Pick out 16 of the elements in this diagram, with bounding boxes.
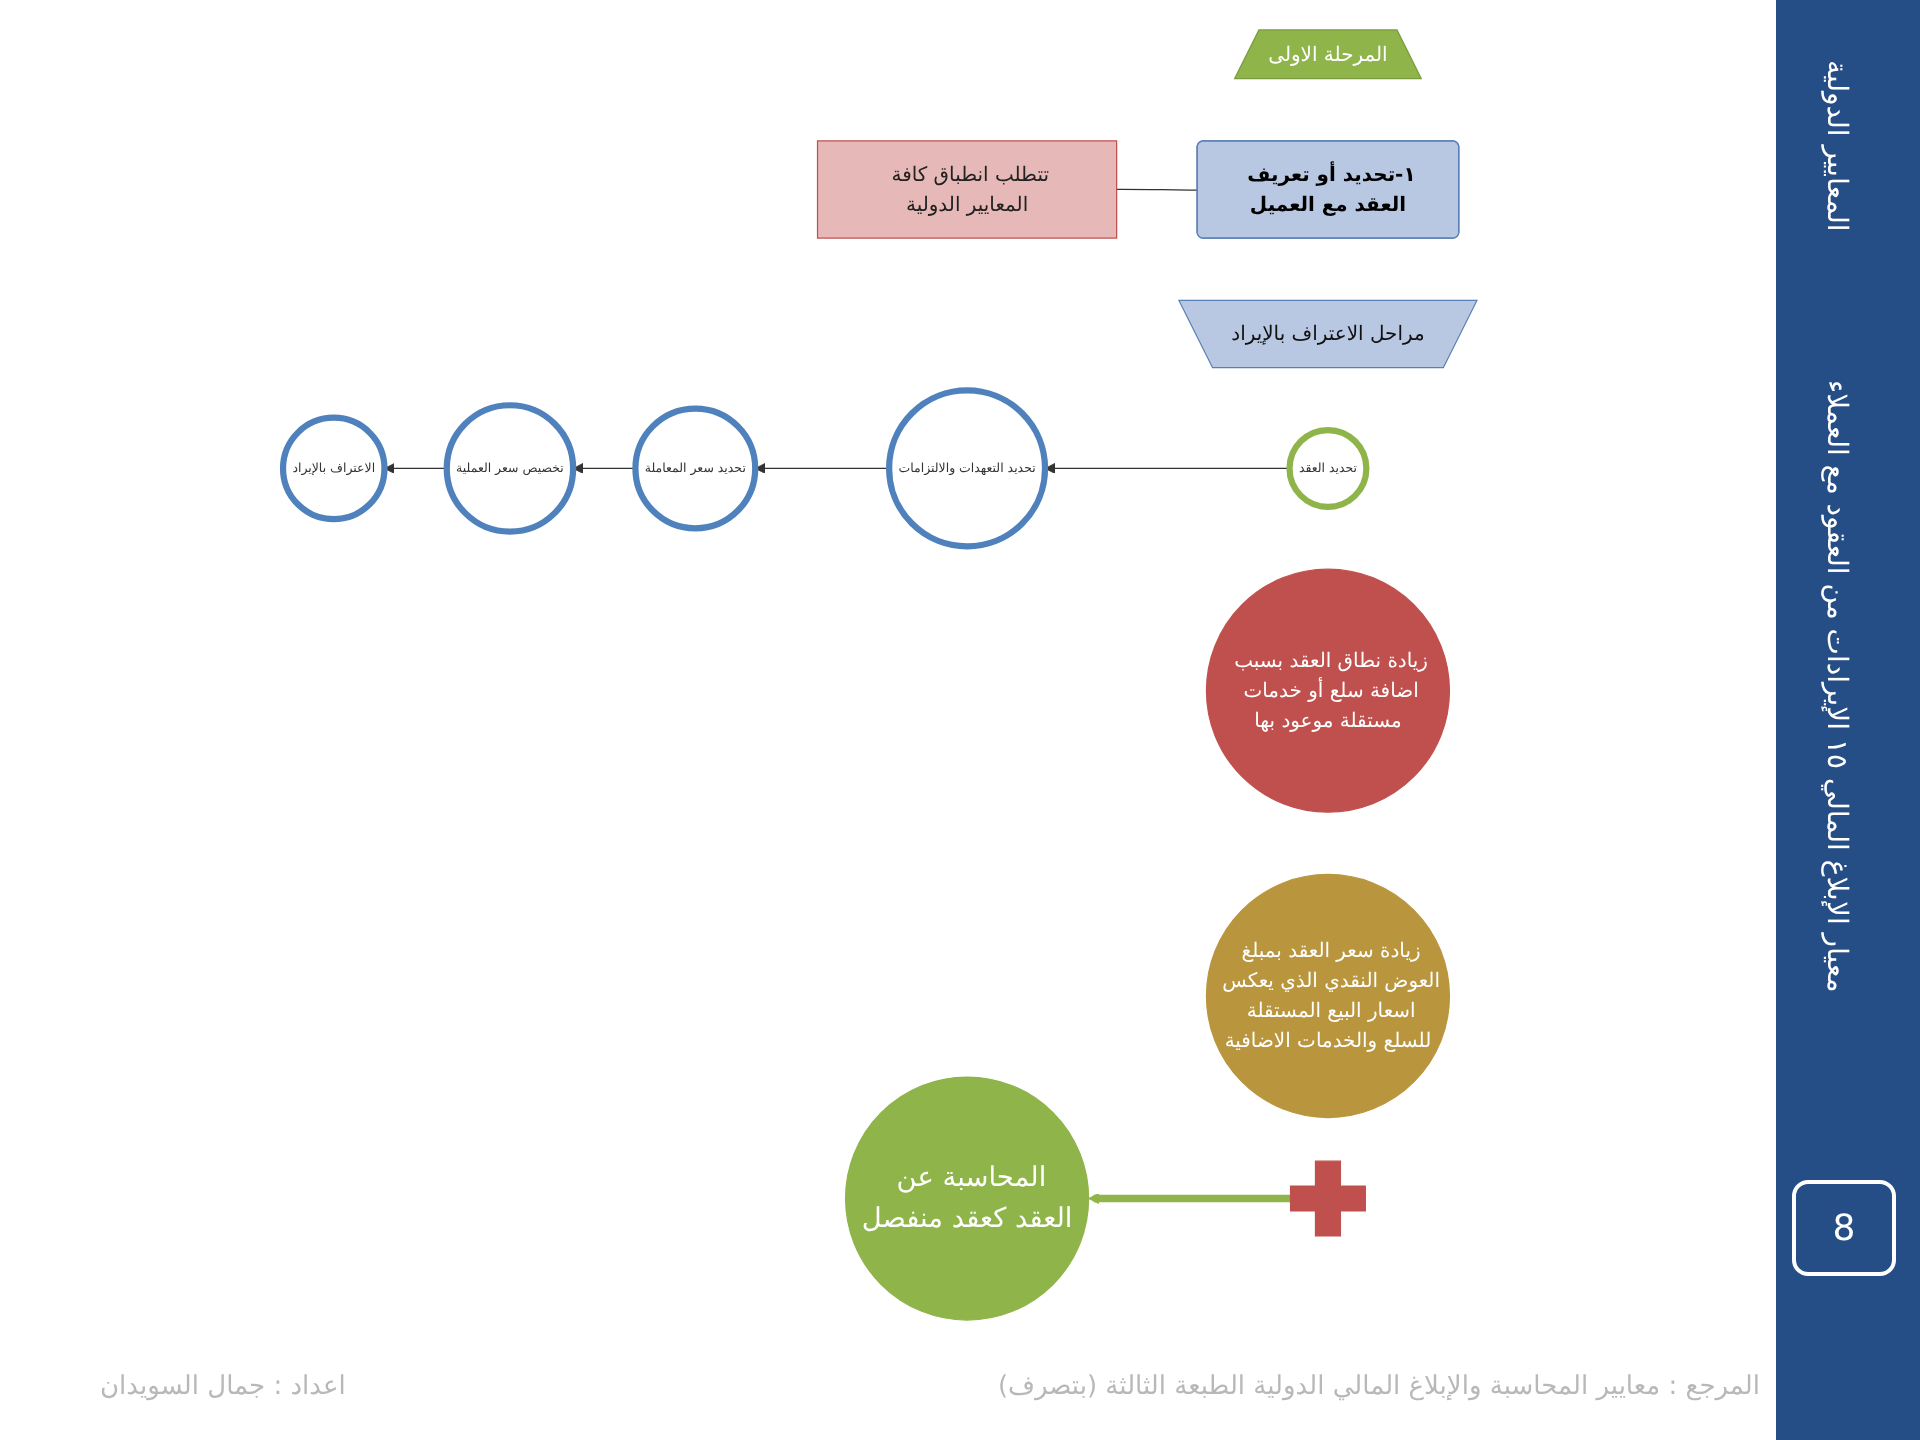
- reference-note: المرجع : معايير المحاسبة والإبلاغ المالي الدولية الطبعة الثالثة (بتصرف): [997, 1372, 1760, 1402]
- sidebar-heading: المعايير الدولية: [1820, 60, 1852, 232]
- arrow: [572, 462, 637, 474]
- connector: [1116, 188, 1199, 191]
- node-plus: [1289, 1160, 1366, 1237]
- page-number: 8: [1792, 1180, 1896, 1276]
- arrow: [1088, 1193, 1291, 1204]
- arrow: [1044, 462, 1291, 474]
- node-circle: زيادة سعر العقد بمبلغ العوض النقدي الذي يعكس اسعار البيع المستقلة للسلع والخدمات الاضافية: [1205, 873, 1451, 1119]
- arrow: [754, 462, 890, 474]
- node-circle: المحاسبة عن العقد كعقد منفصل: [844, 1076, 1090, 1321]
- node-circle: زيادة نطاق العقد بسبب اضافة سلع أو خدمات مستقلة موعود بها: [1205, 568, 1451, 813]
- node-box: تتطلب انطباق كافة المعايير الدولية: [816, 140, 1118, 239]
- arrow: [383, 462, 448, 474]
- sidebar-title: معيار الإبلاغ المالي ١٥ الإيرادات من العقود مع العملاء: [1820, 380, 1852, 993]
- author-note: اعداد : جمال السويدان: [100, 1372, 346, 1402]
